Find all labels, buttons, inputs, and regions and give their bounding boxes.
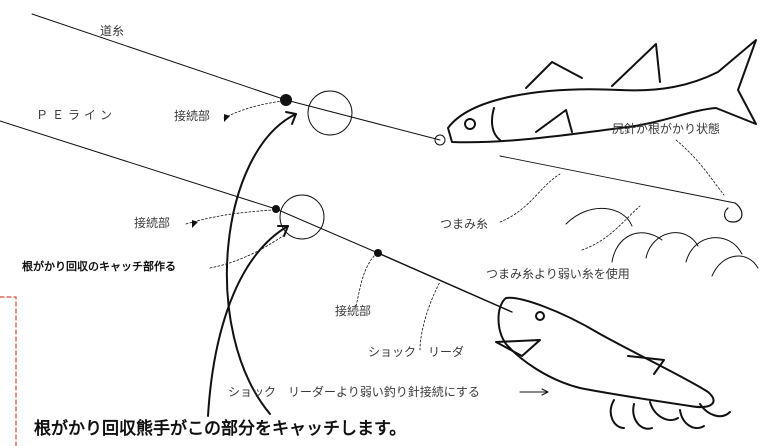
- connection-dot-shock: [374, 249, 382, 257]
- rock-arc: [645, 232, 699, 259]
- caption-text: 根がかり回収熊手がこの部分をキャッチします。: [34, 419, 407, 439]
- connection-dot-upper: [280, 94, 292, 106]
- rock-arc: [711, 255, 759, 277]
- pinch-line-arrow: [499, 173, 561, 223]
- treble-hook-icon: [609, 399, 679, 430]
- pinch-line-label: つまみ糸: [440, 217, 489, 231]
- pinch-line-pointer: [581, 205, 641, 251]
- connection-3-label: 接続部: [335, 304, 372, 318]
- connection-3-pointer: [355, 255, 375, 307]
- main-line-label: 道糸: [100, 24, 125, 38]
- pe-line-label: ＰＥライン: [36, 108, 117, 122]
- main-line: [31, 13, 287, 101]
- snag-arrow: [675, 139, 725, 196]
- shock-leader-pointer: [419, 281, 441, 351]
- connection-1-pointer: [223, 100, 283, 119]
- shock-leader-line: [377, 252, 513, 313]
- rock-arc: [685, 237, 743, 263]
- main-line-segment: [285, 99, 441, 141]
- fish-illustration: [434, 39, 757, 146]
- connection-dot-lower: [272, 205, 280, 213]
- catch-arrow-outer: [226, 113, 297, 415]
- treble-hook-icon: [723, 202, 743, 223]
- lure-fish-illustration: [495, 296, 731, 430]
- hook-snag-label: 尻針が根がかり状態: [612, 122, 721, 136]
- catch-pointer: [209, 233, 287, 269]
- pinch-line-weaker-label: つまみ糸より弱い糸を使用: [486, 267, 630, 281]
- connection-2-pointer: [185, 209, 273, 225]
- shock-leader-label: ショック リーダ: [368, 345, 465, 359]
- catch-arrow-inner: [207, 225, 289, 417]
- rock-arc: [611, 232, 663, 263]
- dashed-frame: [0, 296, 17, 446]
- pe-line: [0, 120, 277, 210]
- connection-2-label: 接続部: [134, 216, 171, 230]
- connection-circle-upper: [307, 90, 353, 136]
- rock-arc: [565, 208, 633, 227]
- hook-connection-label: ショック リーダーより弱い釣り針接続にする: [228, 385, 480, 399]
- main-line-extension: [499, 155, 736, 204]
- pe-line-segment: [275, 208, 379, 254]
- catch-point-label: 根がかり回収のキャッチ部作る: [22, 260, 176, 273]
- connection-1-label: 接続部: [174, 109, 211, 123]
- connection-circle-lower: [279, 194, 325, 240]
